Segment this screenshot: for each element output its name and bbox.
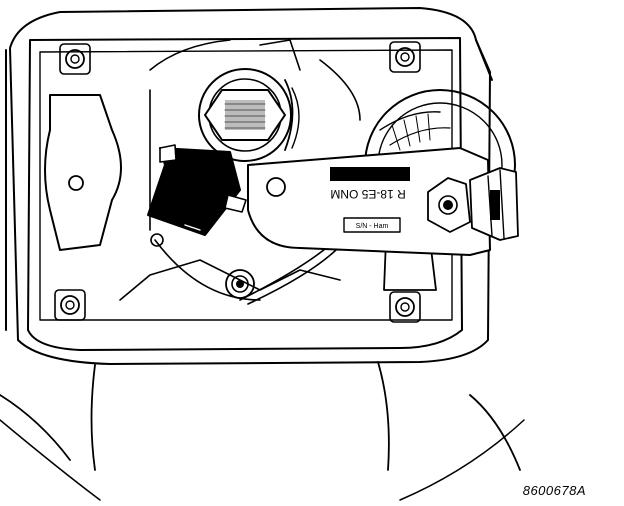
connector-clip	[147, 144, 247, 236]
arm-hole	[266, 177, 286, 197]
wire-harness	[239, 244, 337, 305]
mounting-plate	[27, 37, 463, 351]
left-spoke-bracket	[44, 94, 122, 251]
mounting-bolt-top-left	[59, 43, 91, 75]
bracket-hole	[68, 175, 84, 191]
sticker: S/N - Ham	[343, 217, 401, 233]
sticker-text: S/N - Ham	[356, 223, 389, 230]
connector-plug	[427, 167, 519, 241]
mounting-bolt-bottom-left	[54, 289, 86, 321]
figure-id-label: 8600678A	[522, 483, 586, 498]
small-hole	[150, 233, 164, 247]
hub-nut	[198, 68, 300, 162]
barcode-label	[330, 167, 410, 181]
steering-wheel-rim	[0, 7, 525, 501]
mounting-bolt-bottom-right	[389, 291, 421, 323]
part-number-label: R 18-E5 ONM	[330, 187, 405, 201]
lower-screw-boss	[225, 269, 255, 299]
mounting-bolt-top-right	[389, 41, 421, 73]
